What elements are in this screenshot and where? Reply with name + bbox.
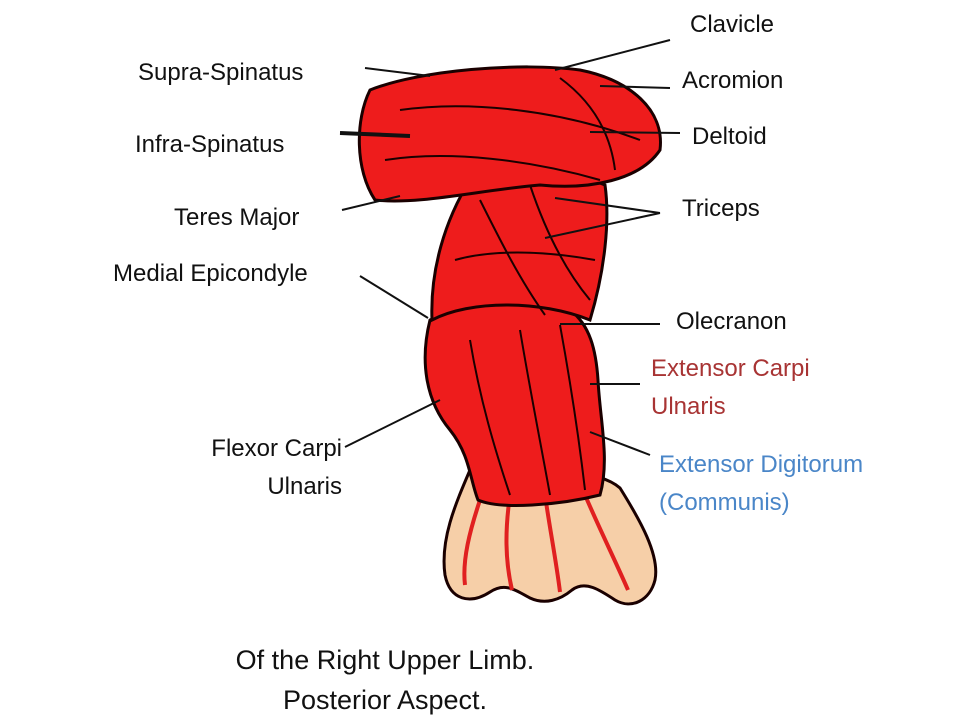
leader-triceps-b	[544, 212, 661, 239]
label-olecranon: Olecranon	[676, 308, 787, 335]
label-flexor-carpi-ulnaris-line1: Flexor Carpi	[211, 435, 342, 462]
leader-deltoid	[589, 131, 681, 134]
leader-supra-spinatus	[364, 67, 431, 77]
forearm-muscles	[423, 301, 606, 507]
leader-clavicle	[554, 39, 671, 71]
leader-triceps-a	[554, 197, 661, 214]
label-supra-spinatus: Supra-Spinatus	[138, 59, 304, 86]
leader-lines	[339, 39, 681, 456]
leader-extensor-digitorum	[589, 431, 651, 456]
label-extensor-carpi-ulnaris-line1: Extensor Carpi	[651, 355, 810, 382]
label-clavicle: Clavicle	[690, 11, 775, 38]
label-teres-major: Teres Major	[174, 204, 300, 231]
label-deltoid: Deltoid	[692, 123, 767, 150]
label-flexor-carpi-ulnaris-line2: Ulnaris	[267, 473, 342, 500]
label-infra-spinatus: Infra-Spinatus	[135, 131, 285, 158]
label-medial-epicondyle: Medial Epicondyle	[113, 260, 308, 287]
leader-infra-spinatus	[339, 131, 411, 138]
shoulder-muscles	[357, 65, 662, 203]
label-acromion: Acromion	[682, 67, 784, 94]
label-extensor-carpi-ulnaris: Extensor Carpi Ulnaris	[651, 350, 810, 426]
leader-teres-major	[341, 195, 401, 211]
upper-arm-muscles	[430, 170, 609, 323]
label-extensor-digitorum-line2: (Communis)	[659, 489, 790, 516]
caption-line2: Posterior Aspect.	[282, 685, 488, 715]
leader-flexor-carpi-ulnaris	[344, 399, 441, 448]
label-triceps: Triceps	[682, 195, 760, 222]
label-extensor-digitorum: Extensor Digitorum (Communis)	[659, 446, 863, 522]
leader-medial-epicondyle	[359, 275, 429, 319]
label-extensor-digitorum-line1: Extensor Digitorum	[659, 451, 864, 478]
label-extensor-carpi-ulnaris-line2: Ulnaris	[651, 393, 726, 420]
figure-caption: Of the Right Upper Limb. Posterior Aspec…	[150, 640, 620, 720]
leader-acromion	[599, 85, 671, 89]
caption-line1: Of the Right Upper Limb.	[235, 645, 535, 675]
label-flexor-carpi-ulnaris: Flexor Carpi Ulnaris	[170, 430, 342, 506]
